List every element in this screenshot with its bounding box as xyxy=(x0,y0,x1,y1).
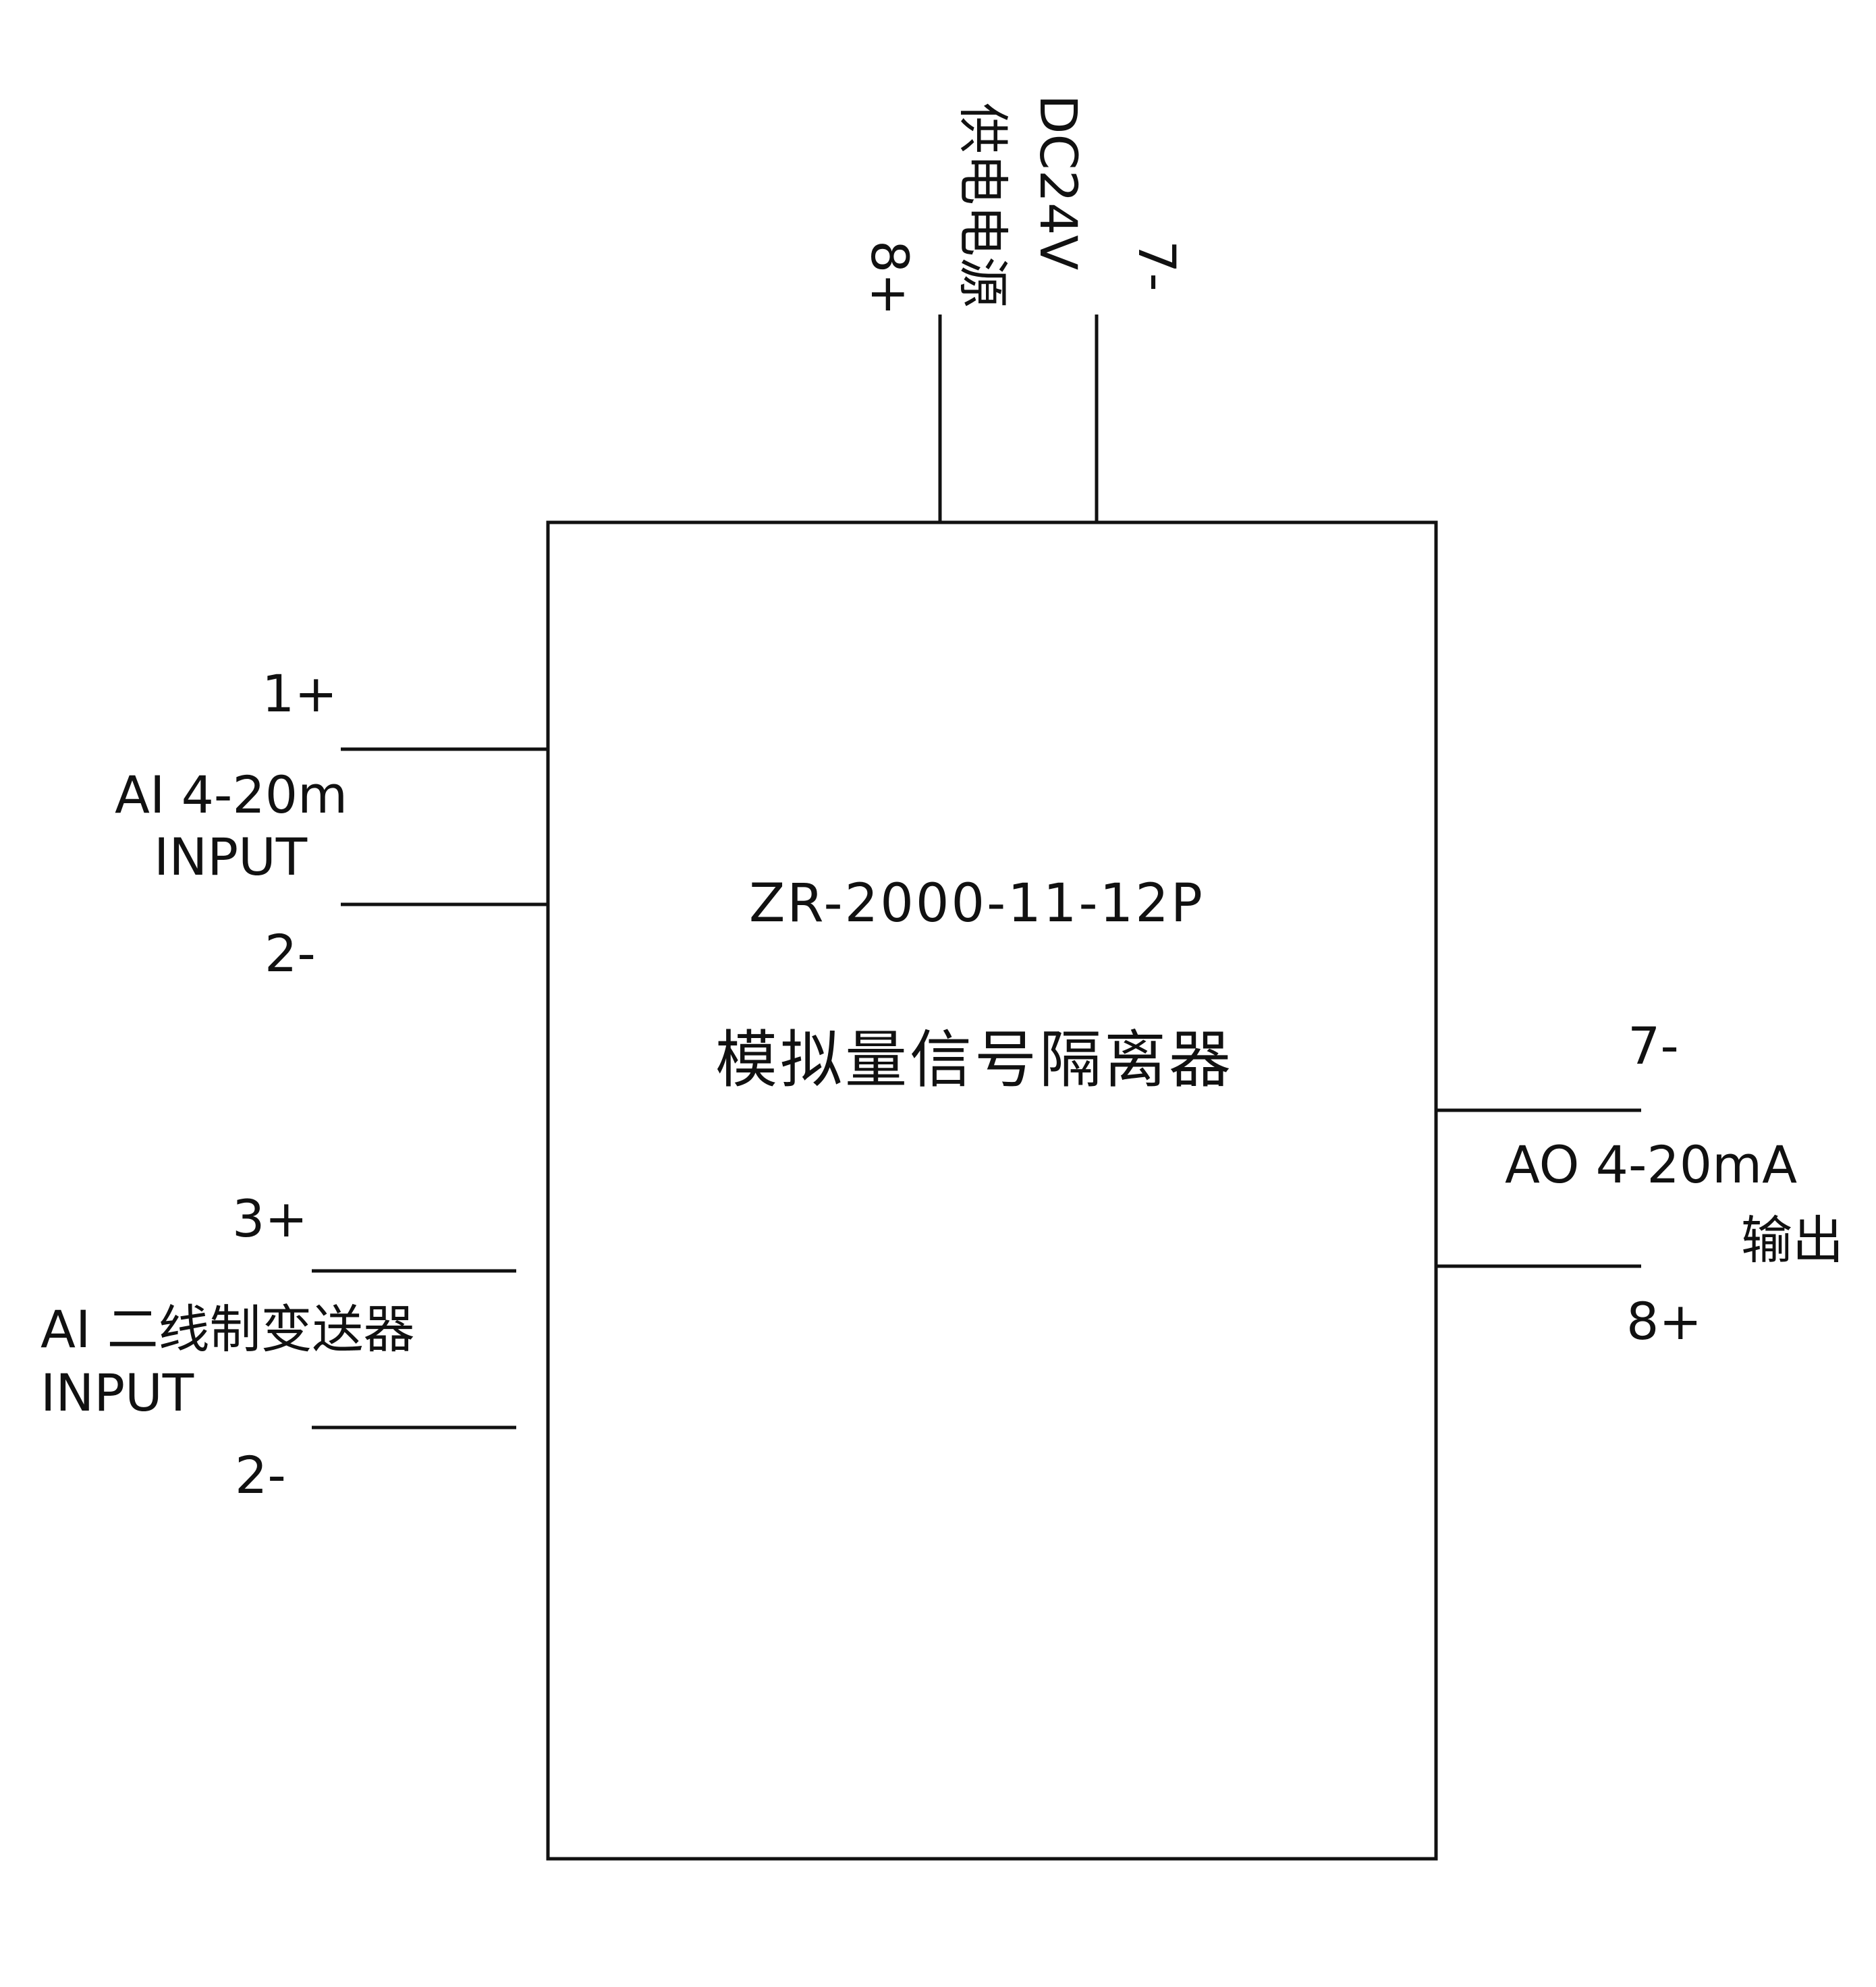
output-signal-label: AO 4-20mA xyxy=(1505,1135,1798,1195)
power-positive-terminal: 8+ xyxy=(860,240,920,317)
input1-positive-terminal: 1+ xyxy=(262,663,338,724)
power-supply-label: 供电电源 xyxy=(953,103,1013,308)
output-negative-terminal: 7- xyxy=(1628,1016,1679,1076)
isolator-module-box xyxy=(546,520,1438,1861)
module-model-title: ZR-2000-11-12P xyxy=(749,873,1205,934)
input2-signal-label: AI 二线制变送器 xyxy=(40,1299,415,1359)
input1-negative-terminal: 2- xyxy=(265,923,316,983)
input1-input-label: INPUT xyxy=(154,827,308,887)
module-chinese-title: 模拟量信号隔离器 xyxy=(715,1024,1234,1096)
power-negative-terminal: 7- xyxy=(1127,240,1187,292)
input2-input-label: INPUT xyxy=(40,1363,194,1423)
power-voltage-label: DC24V xyxy=(1028,94,1088,271)
input2-positive-terminal: 3+ xyxy=(232,1189,308,1249)
input1-signal-label: AI 4-20m xyxy=(115,765,348,825)
output-positive-terminal: 8+ xyxy=(1626,1291,1703,1351)
input2-negative-terminal: 2- xyxy=(235,1445,286,1505)
output-output-label: 输出 xyxy=(1741,1210,1844,1270)
